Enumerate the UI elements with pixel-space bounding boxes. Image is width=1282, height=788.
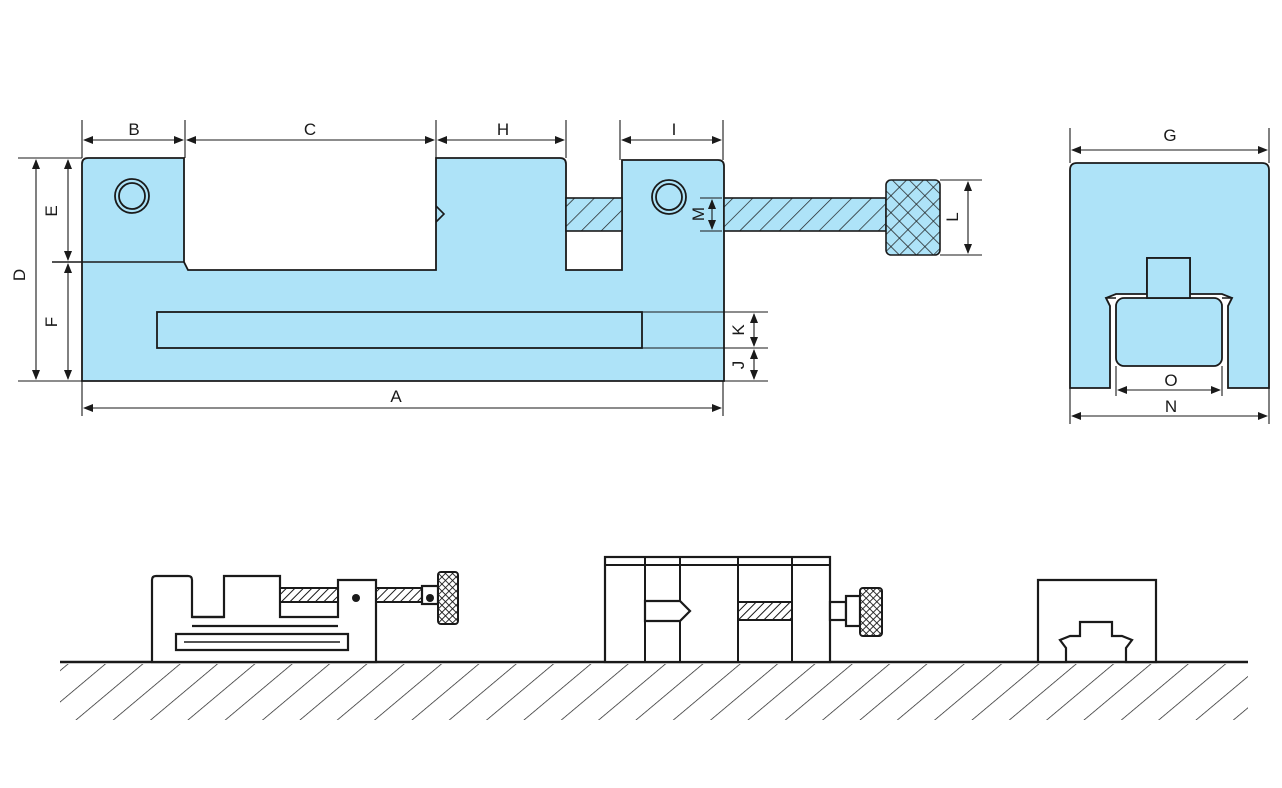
label-I: I — [672, 120, 677, 139]
label-J: J — [729, 361, 748, 370]
end-view-tab-left — [1104, 297, 1116, 307]
label-M: M — [689, 207, 708, 221]
mounting-figure-2 — [603, 555, 883, 664]
label-K: K — [729, 324, 748, 336]
mounting-figure-3 — [1036, 578, 1158, 664]
end-view: G O N — [1069, 126, 1270, 424]
label-H: H — [497, 120, 509, 139]
end-view-top-block — [1146, 257, 1191, 299]
end-view-dimension-lines — [1071, 146, 1268, 420]
extension-lines — [18, 120, 982, 416]
label-G: G — [1163, 126, 1176, 145]
label-N: N — [1165, 397, 1177, 416]
ground-hatch — [60, 664, 1248, 720]
left-hole-icon — [114, 178, 150, 214]
label-O: O — [1164, 371, 1177, 390]
label-C: C — [304, 120, 316, 139]
label-F: F — [42, 317, 61, 327]
lead-screw-inner — [565, 197, 623, 232]
mounting-illustrations — [60, 555, 1248, 720]
end-view-extension-lines — [1069, 128, 1270, 424]
label-E: E — [42, 205, 61, 216]
dimension-lines — [32, 136, 972, 412]
lead-screw-outer — [723, 197, 887, 232]
label-D: D — [10, 269, 29, 281]
base-slot — [156, 311, 643, 349]
vise-body — [81, 157, 725, 382]
label-A: A — [390, 387, 402, 406]
jaw-notch — [435, 205, 446, 223]
mounting-figure-1 — [150, 571, 459, 664]
label-L: L — [943, 212, 962, 221]
end-view-slider — [1115, 297, 1223, 367]
knurled-knob — [885, 179, 941, 256]
right-hole-icon — [651, 179, 687, 215]
end-view-tab-right — [1222, 297, 1234, 307]
label-B: B — [128, 120, 139, 139]
side-view: B C H I A D E F K J L M — [10, 120, 982, 416]
